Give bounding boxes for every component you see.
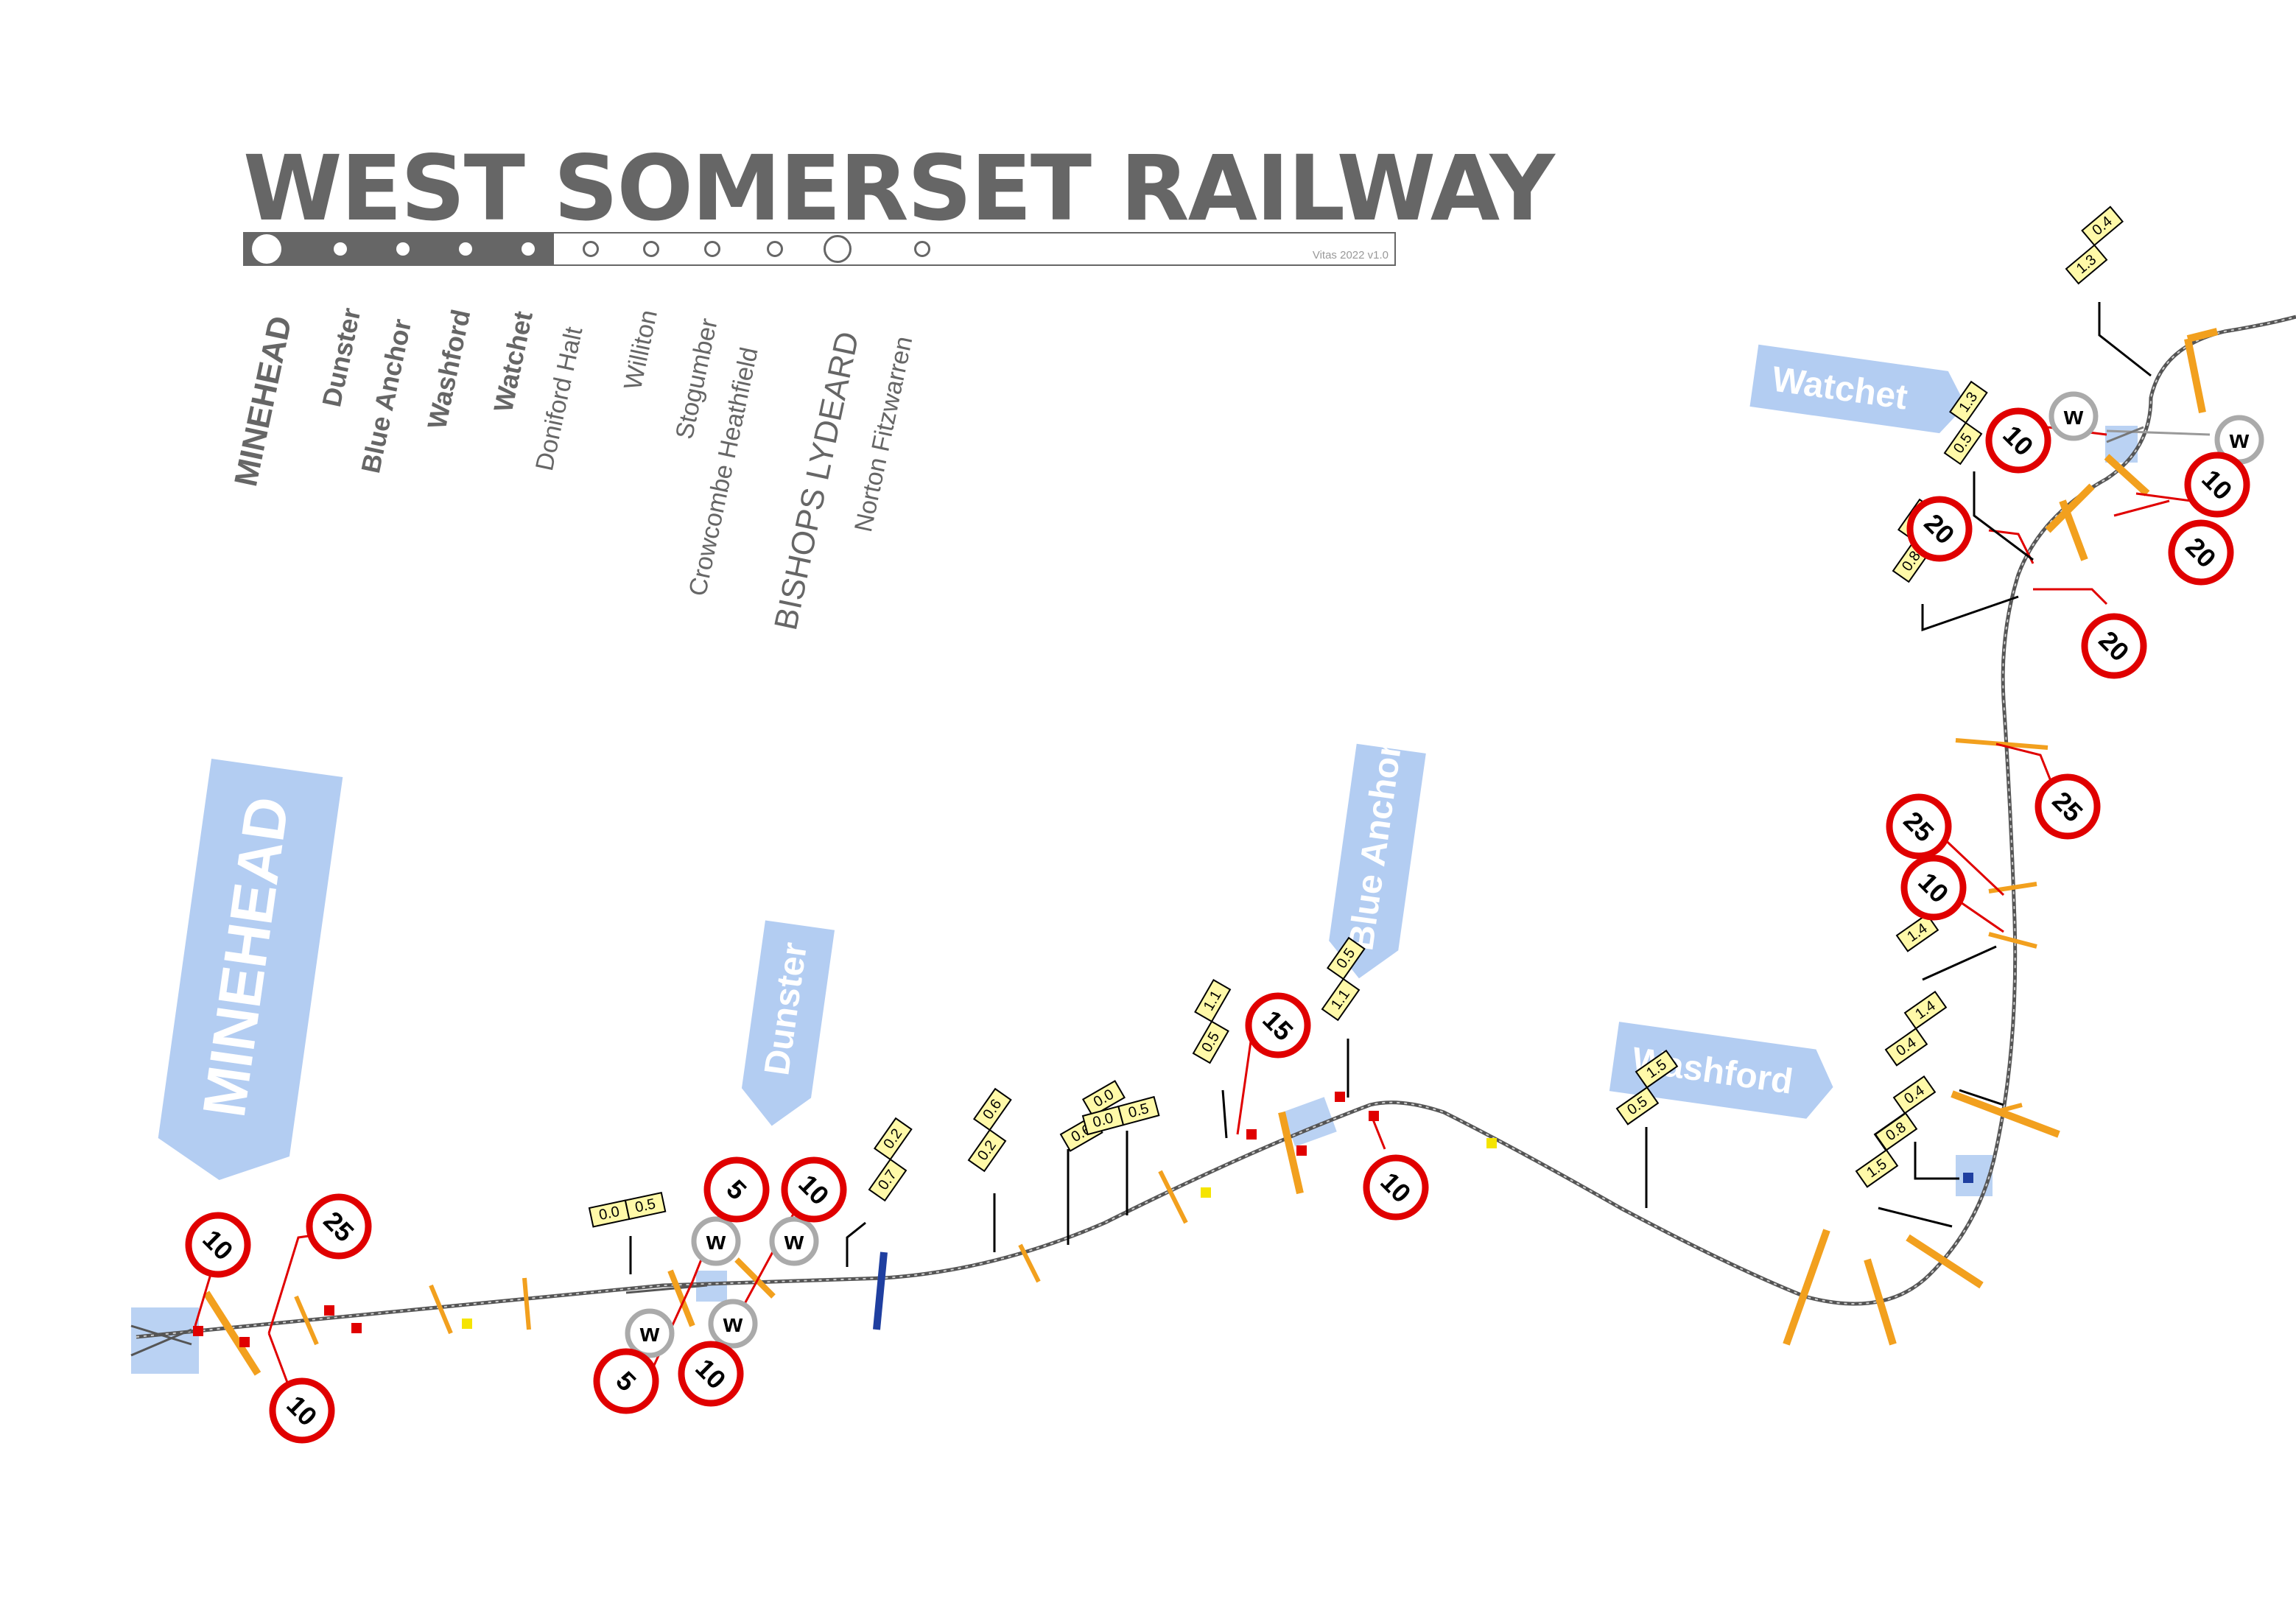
- speed-limit-sign: 10: [185, 1212, 251, 1278]
- speed-limit-sign: 10: [1900, 854, 1967, 921]
- gradient-sign: 0.51.5: [1615, 1049, 1679, 1126]
- platform-areas: [131, 426, 2138, 1374]
- speed-limit-sign: 15: [1245, 992, 1311, 1058]
- station-dot: [767, 241, 783, 257]
- whistle-boards: w w w w w w: [625, 391, 2264, 1358]
- speed-limit-sign: 20: [2168, 519, 2234, 586]
- station-dot: [643, 241, 659, 257]
- gradient-sign: 1.10.5: [1321, 936, 1366, 1022]
- station-dot: [522, 242, 535, 256]
- gradient-sign: 0.20.6: [967, 1087, 1012, 1173]
- track-line: [130, 315, 2296, 1357]
- station-dot: [252, 234, 281, 264]
- speed-limit-sign: 5: [703, 1156, 770, 1223]
- svg-text:w: w: [639, 1319, 660, 1347]
- whistle-board: w: [691, 1216, 741, 1266]
- section-markers: [203, 328, 2219, 1376]
- svg-text:w: w: [723, 1310, 743, 1338]
- station-banner: Blue Anchor: [1329, 741, 1426, 979]
- station-dot: [824, 235, 852, 263]
- speed-limit-sign: 10: [269, 1377, 335, 1444]
- svg-text:w: w: [784, 1227, 804, 1255]
- station-dot: [396, 242, 410, 256]
- station-dot: [459, 242, 472, 256]
- whistle-board: w: [2214, 415, 2264, 465]
- gradient-sign: 0.51.1: [1192, 979, 1232, 1064]
- gradient-sign: 0.41.4: [1884, 990, 1948, 1067]
- station-banner: MINEHEAD: [158, 759, 343, 1181]
- whistle-board: w: [769, 1216, 819, 1266]
- speed-limit-sign: 10: [2184, 452, 2250, 518]
- washford-platform: [1956, 1155, 1993, 1196]
- speed-limit-sign: 10: [1363, 1154, 1429, 1221]
- line-diagram: Vitas 2022 v1.0: [243, 232, 1396, 266]
- speed-limit-sign: 25: [2035, 773, 2101, 840]
- leader-lines: [194, 302, 2192, 1393]
- svg-text:w: w: [706, 1227, 726, 1255]
- station-dot: [914, 241, 930, 257]
- station-dot: [704, 241, 720, 257]
- gradient-sign: 0.70.2: [868, 1117, 913, 1202]
- speed-limit-sign: 10: [678, 1341, 744, 1407]
- speed-limit-sign: 25: [306, 1193, 372, 1260]
- whistle-board: w: [2049, 391, 2099, 441]
- gradient-sign: 1.30.4: [2065, 206, 2124, 285]
- station-dot: [583, 241, 599, 257]
- speed-limit-sign: 20: [2081, 613, 2147, 679]
- speed-limit-sign: 10: [781, 1156, 847, 1223]
- svg-text:w: w: [2063, 402, 2084, 430]
- station-dot: [334, 242, 347, 256]
- speed-limit-sign: 20: [1906, 496, 1973, 562]
- speed-limit-sign: 25: [1886, 793, 1952, 860]
- whistle-board: w: [625, 1308, 675, 1358]
- gradient-sign: 1.50.8: [1855, 1112, 1918, 1188]
- whistle-board: w: [708, 1299, 758, 1349]
- speed-limit-sign: 5: [593, 1348, 659, 1414]
- speed-limit-sign: 10: [1985, 407, 2051, 474]
- signals: [193, 1092, 1973, 1347]
- svg-text:w: w: [2229, 426, 2250, 454]
- station-banner: Watchet: [1749, 344, 1966, 434]
- station-banner: Dunster: [741, 920, 835, 1126]
- map-title: WEST SOMERSET RAILWAY: [243, 136, 1555, 241]
- version-label: Vitas 2022 v1.0: [1312, 249, 1389, 261]
